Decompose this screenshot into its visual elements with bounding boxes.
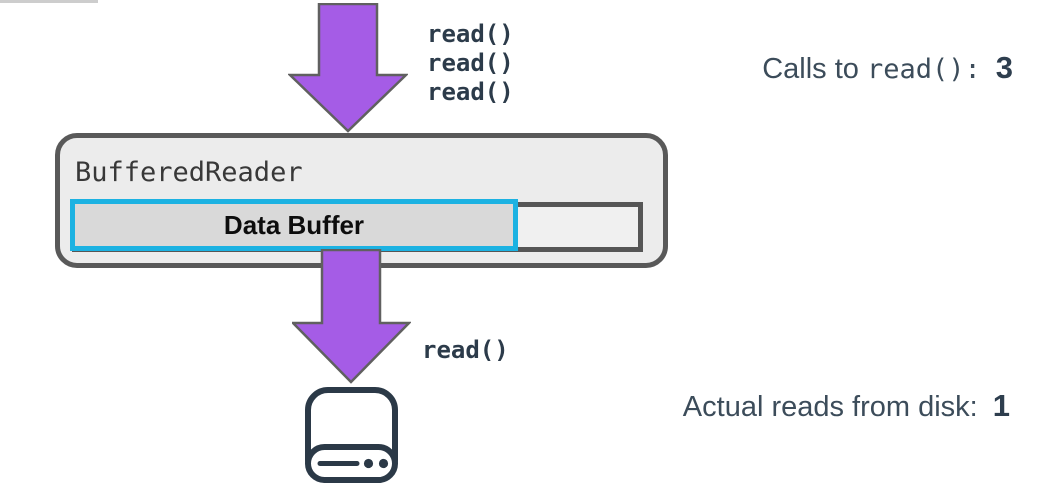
disk-reads-value: 1	[992, 388, 1010, 423]
calls-stat: Calls to read(): 3	[762, 50, 1013, 86]
data-buffer-label: Data Buffer	[223, 209, 365, 240]
cropped-edge-artifact	[0, 0, 98, 3]
buffered-reader-label: BufferedReader	[75, 157, 303, 188]
incoming-call-labels: read() read() read()	[427, 20, 514, 107]
read-call-label: read()	[427, 49, 514, 77]
calls-stat-prefix: Calls to	[762, 53, 867, 85]
read-call-label: read()	[427, 20, 514, 48]
down-arrow-icon	[288, 3, 408, 133]
hard-drive-led	[363, 458, 374, 469]
calls-stat-value: 3	[995, 50, 1013, 85]
outgoing-call-label: read()	[422, 336, 509, 364]
disk-read-arrow-icon	[292, 249, 411, 384]
incoming-reads-arrow-icon	[288, 3, 408, 133]
calls-stat-code: read():	[866, 54, 981, 85]
down-arrow-icon	[292, 249, 411, 384]
disk-reads-stat: Actual reads from disk: 1	[683, 388, 1010, 424]
hard-drive-led	[378, 458, 389, 469]
data-buffer: Data Buffer	[70, 199, 518, 251]
disk-reads-label: Actual reads from disk:	[682, 391, 978, 423]
read-call-label: read()	[427, 78, 514, 106]
hard-drive-icon	[305, 387, 398, 483]
